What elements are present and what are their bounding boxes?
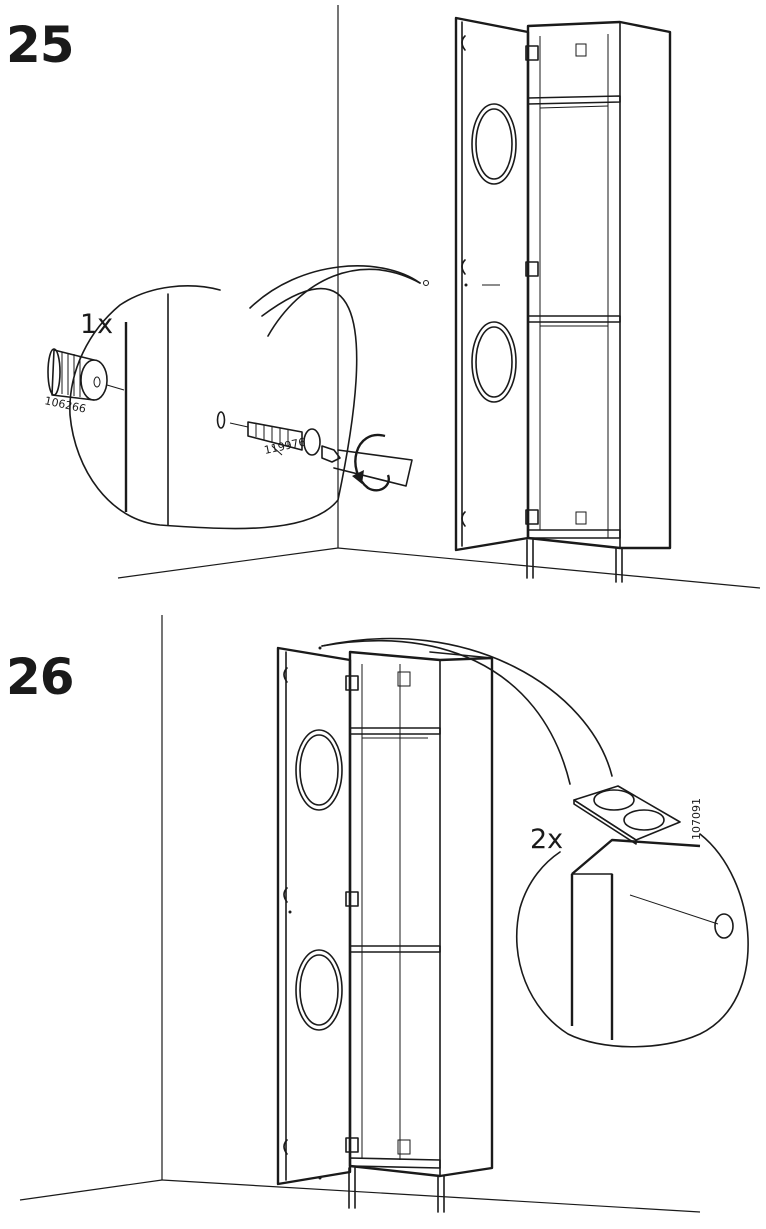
screwdriver-tool bbox=[321, 433, 413, 492]
cabinet-body-26 bbox=[318, 646, 494, 1213]
step-number-25: 25 bbox=[6, 16, 75, 74]
cabinet-body-25 bbox=[525, 20, 672, 583]
door-panel-26 bbox=[276, 646, 352, 1186]
part-number-119976: 119976 bbox=[263, 435, 307, 456]
screw-part-119976 bbox=[216, 411, 321, 456]
quantity-label-2x: 2x bbox=[530, 824, 563, 855]
knob-part-106266 bbox=[47, 348, 125, 401]
detail-callout-25 bbox=[47, 265, 421, 530]
part-number-106266: 106266 bbox=[43, 394, 87, 415]
part-number-107091: 107091 bbox=[690, 798, 703, 840]
step-number-26: 26 bbox=[6, 648, 75, 706]
step-26-scene bbox=[19, 615, 749, 1213]
door-panel-25 bbox=[423, 16, 530, 552]
detail-callout-26 bbox=[516, 785, 749, 1048]
bumper-sheet-107091 bbox=[573, 785, 681, 845]
quantity-label-1x: 1x bbox=[80, 309, 113, 340]
step-25-scene bbox=[47, 5, 761, 589]
